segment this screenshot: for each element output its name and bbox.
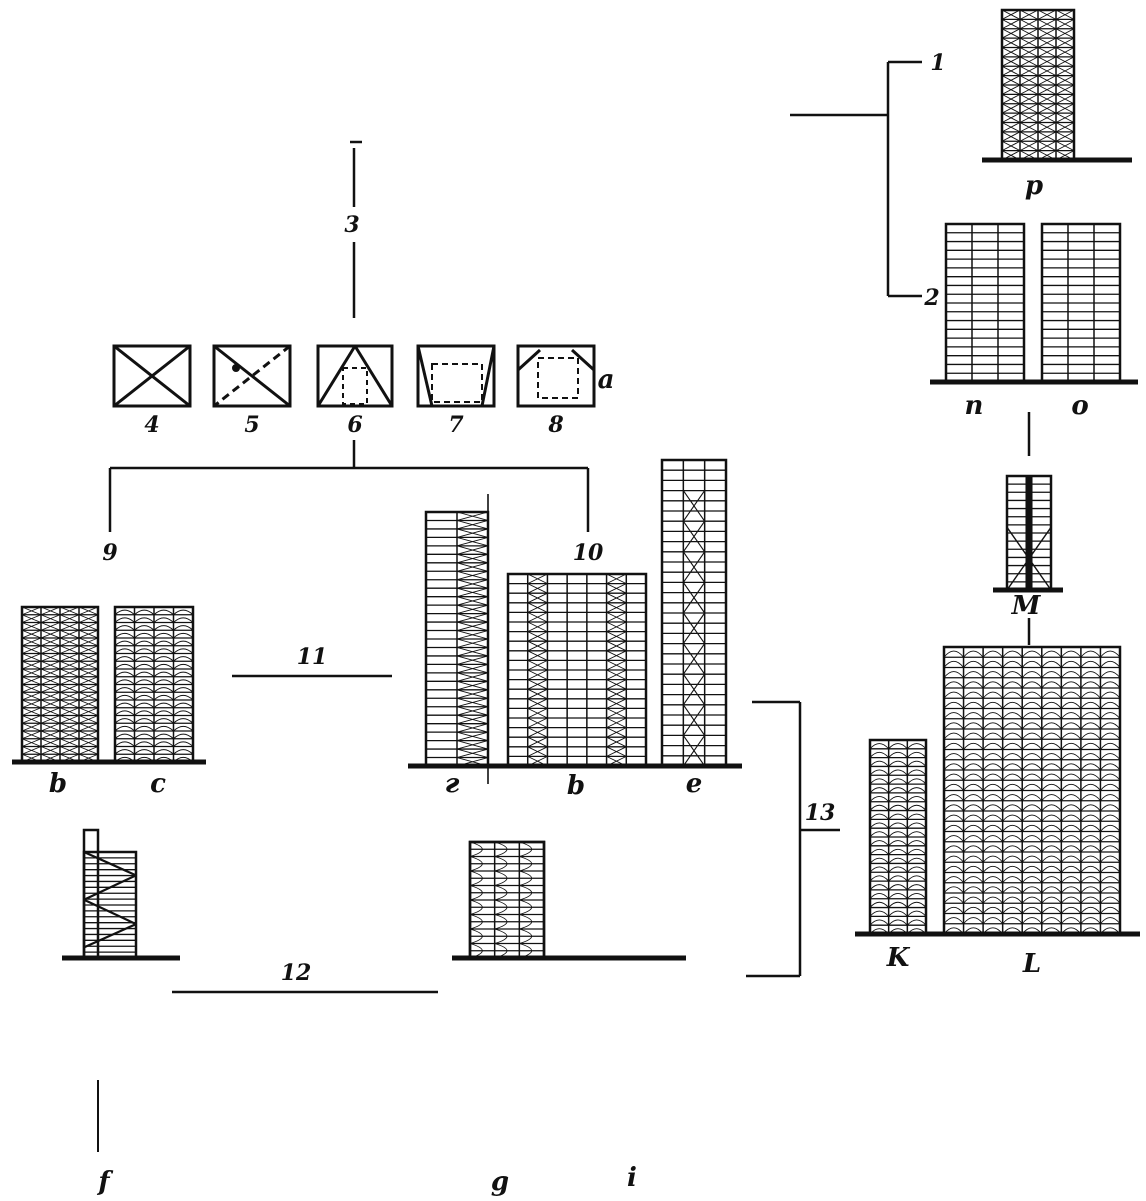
building-o	[1042, 224, 1120, 382]
label-11: 11	[297, 644, 328, 670]
label-m: M	[1011, 591, 1042, 621]
label-b-2: b	[567, 771, 585, 801]
label-o: o	[1071, 391, 1088, 421]
label-3: 3	[344, 212, 359, 238]
label-6: 6	[347, 412, 362, 438]
label-p: p	[1025, 171, 1043, 201]
label-l: L	[1022, 949, 1041, 979]
labels: 1 2 3 4 5 6 7 8 9 10 11 12 13 a b c г b …	[49, 50, 1089, 1197]
building-m	[1007, 476, 1051, 590]
label-g: g	[491, 1167, 509, 1197]
building-f	[84, 852, 136, 958]
building-p	[1002, 10, 1074, 160]
label-n: n	[965, 391, 984, 421]
building-g	[470, 842, 544, 958]
building-l	[944, 647, 1120, 934]
label-a: a	[598, 365, 615, 395]
label-2: 2	[923, 285, 939, 311]
label-e: e	[686, 769, 703, 799]
plan-symbol-7	[418, 346, 494, 406]
label-c: c	[150, 769, 166, 799]
label-k: K	[886, 943, 911, 973]
label-7: 7	[448, 412, 464, 438]
label-4: 4	[144, 412, 159, 438]
label-g-cyrillic: г	[445, 769, 460, 799]
label-b: b	[49, 769, 67, 799]
label-f: f	[96, 1167, 113, 1197]
label-10: 10	[573, 540, 604, 566]
building-n	[946, 224, 1024, 382]
label-13: 13	[805, 800, 836, 826]
label-12: 12	[281, 960, 312, 986]
label-8: 8	[547, 412, 563, 438]
building-k	[870, 740, 926, 934]
building-e	[662, 460, 726, 766]
plan-symbols	[114, 346, 594, 406]
plan-symbol-5	[214, 346, 290, 406]
plan-symbol-6	[318, 346, 392, 406]
building-b-2	[508, 574, 646, 766]
label-9: 9	[102, 540, 117, 566]
building-c	[115, 607, 193, 762]
building-b	[22, 607, 98, 762]
building-elevations	[22, 10, 1120, 1152]
building-f-base	[84, 830, 98, 1152]
plan-symbol-8	[518, 346, 594, 406]
label-1: 1	[930, 50, 945, 76]
building-g-cyrillic	[426, 494, 488, 784]
label-5: 5	[244, 412, 259, 438]
plan-symbol-4	[114, 346, 190, 406]
label-i: i	[627, 1163, 637, 1193]
